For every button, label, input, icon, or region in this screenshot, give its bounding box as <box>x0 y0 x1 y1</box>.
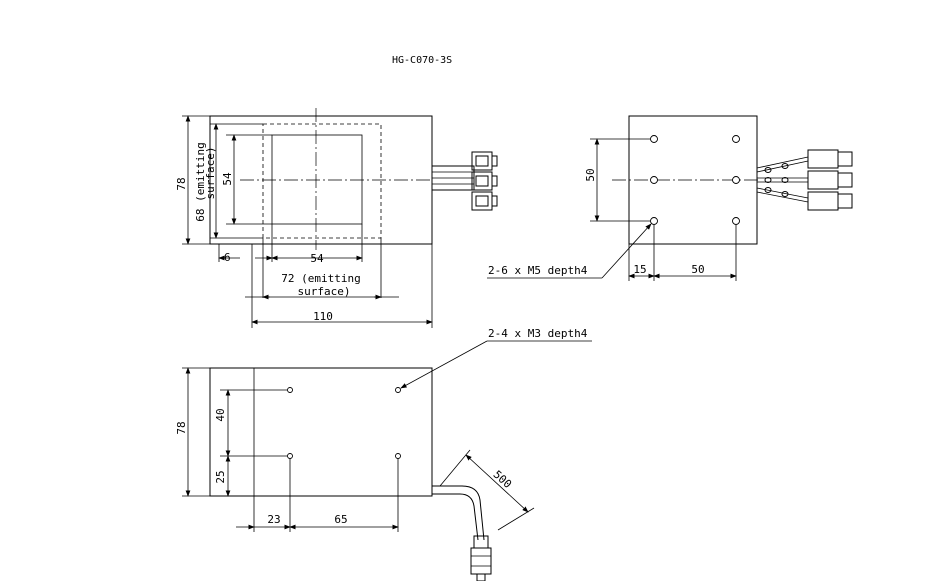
emitting-surface-outline <box>262 123 382 239</box>
mounting-hole <box>732 217 740 225</box>
mounting-hole <box>395 387 401 393</box>
drawing-title: HG-C070-3S <box>392 55 452 66</box>
dim-emitting-height-label-2: surface) <box>204 147 217 200</box>
front-connectors <box>431 151 498 211</box>
cable-ext-line-1 <box>439 449 471 487</box>
bottom-callout-label: 2-4 x M3 depth4 <box>488 327 588 340</box>
dim-hole-offset-label: 15 <box>633 263 646 276</box>
mounting-hole <box>650 135 658 143</box>
dim-emitting-width-label-2: surface) <box>298 285 351 298</box>
bottom-hole-spacing-label: 65 <box>334 513 347 526</box>
mounting-hole <box>395 453 401 459</box>
bottom-upper-spacing-label: 40 <box>214 408 227 421</box>
dim-height-label: 78 <box>175 177 188 190</box>
side-callout-label: 2-6 x M5 depth4 <box>488 264 588 277</box>
dim-hole-spacing-v-label: 50 <box>584 168 597 181</box>
cable <box>432 485 492 581</box>
side-cables <box>756 149 853 211</box>
dim-line-cable <box>465 454 529 513</box>
cable-ext-line-2 <box>497 507 535 531</box>
mounting-hole <box>287 453 293 459</box>
bottom-height-label: 78 <box>175 421 188 434</box>
dim-emitting-width-label: 72 (emitting <box>281 272 360 285</box>
dim-hole-spacing-h-label: 50 <box>691 263 704 276</box>
mounting-hole <box>650 176 658 184</box>
cable-length-label: 500 <box>491 468 514 491</box>
dim-inner-width-label: 54 <box>310 252 324 265</box>
bottom-view: 2-4 x M3 depth4 78 40 25 23 65 <box>175 327 592 581</box>
bottom-left-offset-label: 23 <box>267 513 280 526</box>
front-view: 78 68 (emitting surface) 54 6 54 72 (emi… <box>175 108 498 328</box>
dim-inner-height-label: 54 <box>221 172 234 186</box>
side-view: 50 15 50 2-6 x M5 depth4 <box>487 115 853 281</box>
bottom-body-outline <box>209 367 433 497</box>
mounting-hole <box>732 135 740 143</box>
dim-total-width-label: 110 <box>313 310 333 323</box>
mounting-hole <box>287 387 293 393</box>
callout-leader-line <box>601 223 652 279</box>
mounting-hole <box>650 217 658 225</box>
bottom-callout-leader <box>400 340 488 389</box>
inner-window-outline <box>271 134 363 225</box>
dim-left-offset-label: 6 <box>224 251 231 264</box>
dim-emitting-height-label: 68 (emitting <box>194 142 207 221</box>
mounting-hole <box>732 176 740 184</box>
bottom-lower-offset-label: 25 <box>214 470 227 483</box>
